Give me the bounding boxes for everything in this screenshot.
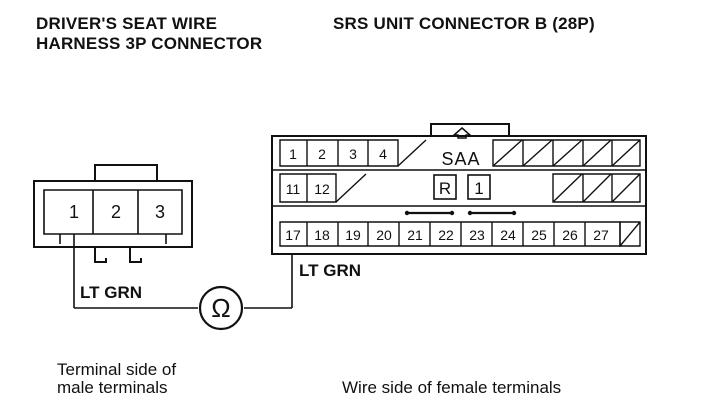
right-terminal-1: 1: [289, 146, 297, 162]
right-wire-label: LT GRN: [299, 261, 361, 280]
left-caption-line2: male terminals: [57, 378, 168, 397]
left-caption-line1: Terminal side of: [57, 360, 177, 379]
left-terminal-3: 3: [155, 202, 165, 222]
left-3p-connector: [33, 164, 193, 263]
up-arrow-icon: [452, 127, 472, 139]
right-terminal-18: 18: [314, 227, 330, 243]
right-terminal-25: 25: [531, 227, 547, 243]
right-terminal-19: 19: [345, 227, 361, 243]
ohmmeter-icon: Ω: [198, 285, 244, 331]
right-connector-title: SRS UNIT CONNECTOR B (28P): [333, 14, 595, 33]
right-caption: Wire side of female terminals: [342, 378, 562, 397]
right-terminal-2: 2: [318, 146, 326, 162]
right-terminal-4: 4: [379, 146, 387, 162]
r-label: R: [439, 179, 451, 198]
right-terminal-22: 22: [438, 227, 454, 243]
right-terminal-11: 11: [286, 181, 301, 197]
right-terminal-17: 17: [285, 227, 301, 243]
left-terminal-1: 1: [69, 202, 79, 222]
right-terminal-23: 23: [469, 227, 485, 243]
right-terminal-20: 20: [376, 227, 392, 243]
right-terminal-24: 24: [500, 227, 516, 243]
left-wire-label: LT GRN: [80, 283, 142, 302]
right-28p-connector: [271, 123, 647, 255]
shorting-bar-dots: [404, 210, 517, 216]
left-connector-title-line2: HARNESS 3P CONNECTOR: [36, 34, 263, 53]
ohm-symbol: Ω: [211, 293, 230, 323]
right-terminal-3: 3: [349, 146, 357, 162]
left-terminal-2: 2: [111, 202, 121, 222]
test-leads: [73, 234, 293, 309]
right-terminal-21: 21: [407, 227, 423, 243]
saa-label: SAA: [441, 149, 480, 169]
right-terminal-27: 27: [593, 227, 609, 243]
left-connector-title-line1: DRIVER'S SEAT WIRE: [36, 14, 218, 33]
one-label: 1: [474, 179, 483, 198]
right-terminal-12: 12: [314, 181, 330, 197]
right-terminal-26: 26: [562, 227, 578, 243]
